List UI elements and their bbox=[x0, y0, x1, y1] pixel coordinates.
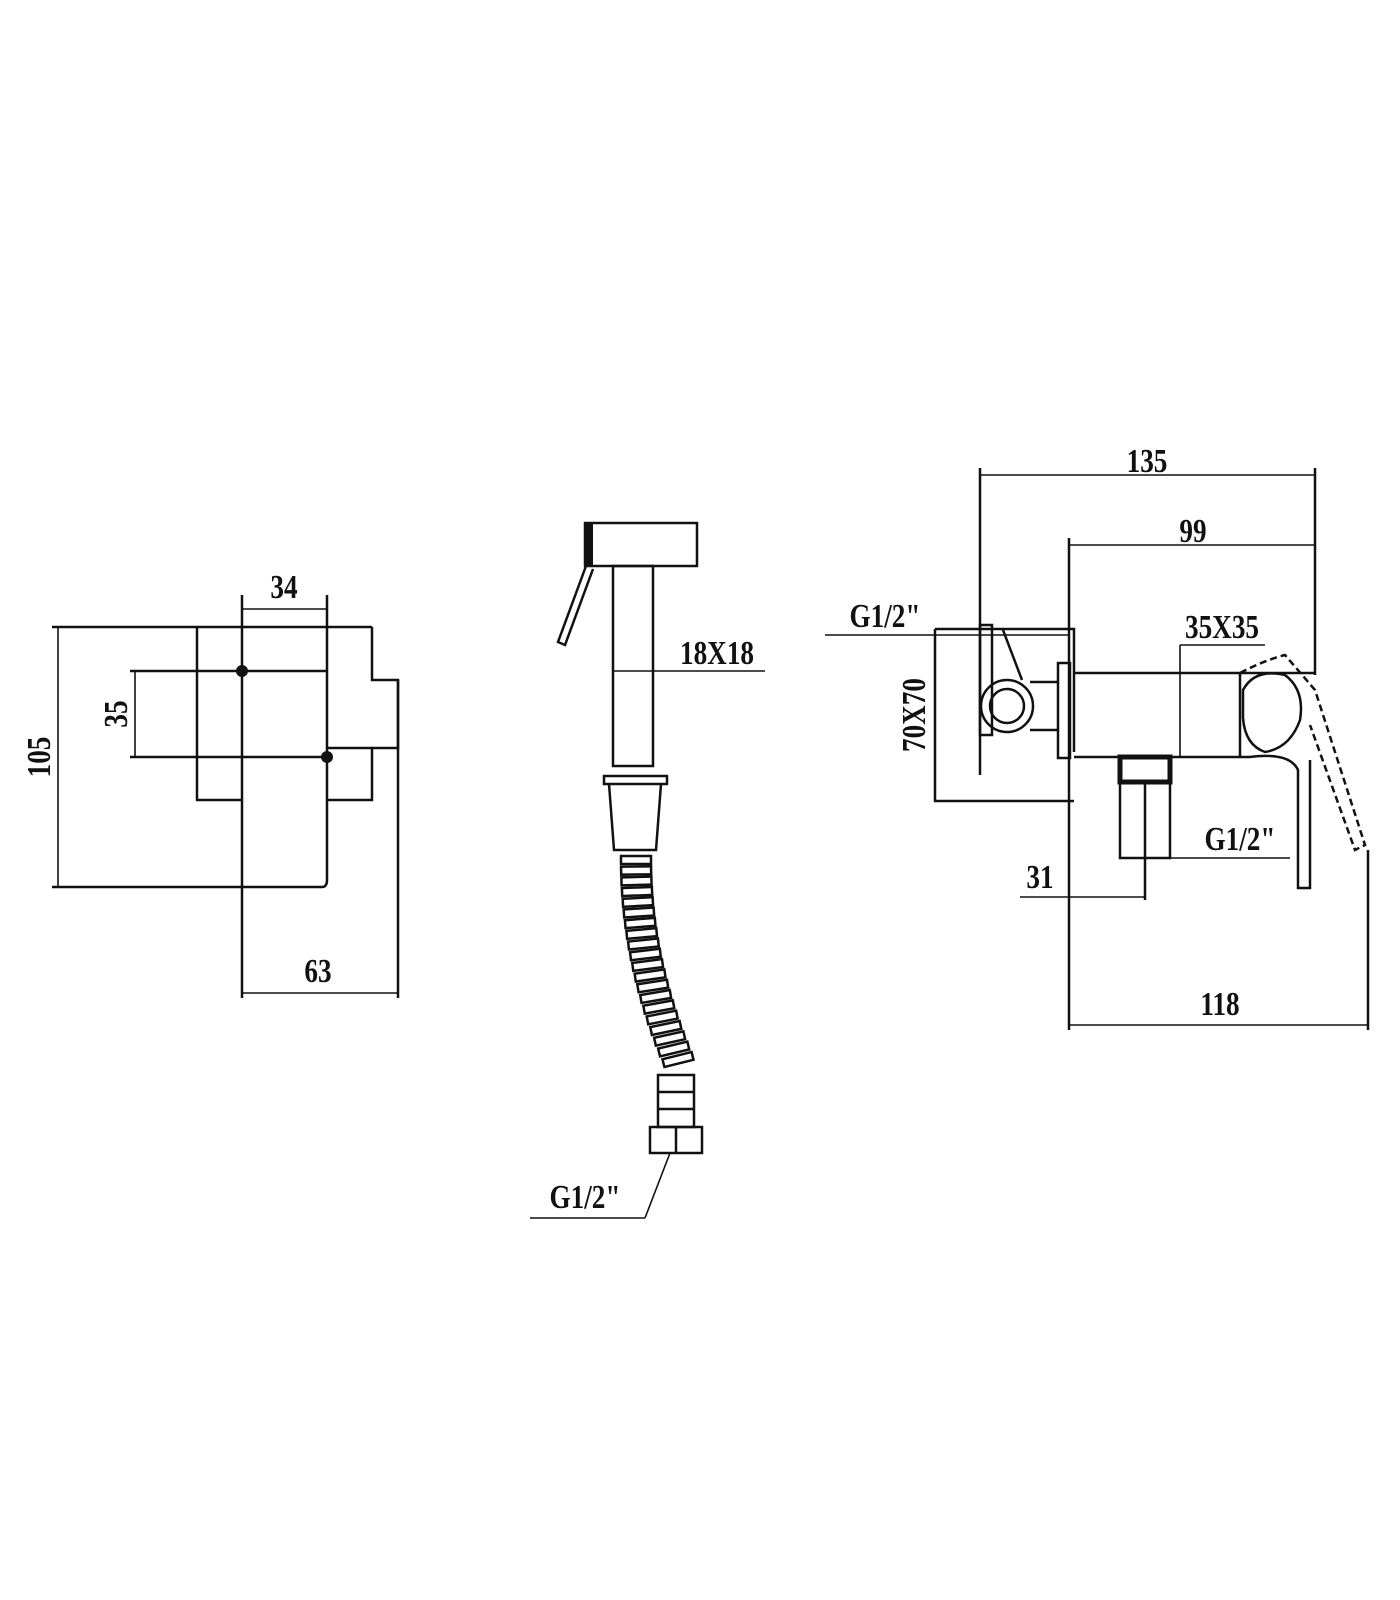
hand-shower-view: 18X18 G1/2" bbox=[530, 521, 765, 1219]
hose-corrugation bbox=[620, 885, 654, 898]
shower-holder-ring-inner bbox=[988, 687, 1026, 725]
valve-body bbox=[1074, 671, 1315, 759]
hose-corrugation bbox=[625, 926, 659, 941]
dim-label-135: 135 bbox=[1127, 442, 1168, 480]
hose-corrugation bbox=[635, 978, 670, 994]
cover-plate-outline bbox=[52, 595, 329, 889]
shower-holder-ring-outer bbox=[979, 678, 1035, 734]
holder-arm bbox=[1001, 629, 1058, 732]
dim-label-118: 118 bbox=[1200, 985, 1239, 1023]
hose-corrugation bbox=[619, 854, 653, 866]
shower-head bbox=[583, 521, 699, 568]
thread-label-inlet: G1/2" bbox=[850, 597, 921, 635]
dim-label-35: 35 bbox=[97, 700, 135, 727]
hose-corrugation bbox=[645, 1009, 680, 1026]
hose-corrugation bbox=[656, 1040, 691, 1058]
hose-corrugation bbox=[641, 998, 676, 1016]
shower-handle-stem bbox=[611, 564, 655, 768]
mount-point-upper bbox=[236, 665, 248, 677]
hose-corrugation bbox=[621, 895, 655, 909]
escutcheon-flange bbox=[1056, 661, 1072, 760]
leader-line-g12 bbox=[644, 1152, 671, 1219]
front-view: 105 35 34 63 bbox=[20, 568, 400, 998]
holder-bracket bbox=[978, 623, 994, 737]
hose-corrugation bbox=[652, 1029, 687, 1048]
thread-label-outlet: G1/2" bbox=[1205, 820, 1276, 858]
hose-corrugation bbox=[638, 988, 673, 1005]
shower-trigger-lever bbox=[556, 565, 595, 647]
hose-corrugation bbox=[620, 875, 653, 887]
dim-label-31: 31 bbox=[1026, 858, 1053, 896]
hose-corrugation bbox=[623, 916, 657, 930]
dim-label-105: 105 bbox=[20, 737, 58, 778]
hose-corrugation bbox=[633, 968, 667, 983]
hose-corrugation bbox=[628, 947, 663, 962]
dim-label-70x70: 70X70 bbox=[895, 678, 933, 752]
dim-label-18x18: 18X18 bbox=[680, 634, 754, 672]
mount-point-lower bbox=[321, 751, 333, 763]
hose-collar bbox=[602, 774, 669, 786]
outlet-nut bbox=[1117, 754, 1173, 785]
body-block-outline bbox=[195, 627, 400, 802]
wall-plate-outline bbox=[933, 627, 1076, 803]
hose-corrugation bbox=[622, 906, 656, 919]
handle-lever bbox=[1249, 754, 1312, 890]
dim-label-63: 63 bbox=[304, 952, 331, 990]
handle-open-position bbox=[1239, 653, 1367, 852]
hose-corrugation bbox=[630, 957, 665, 973]
flexible-hose bbox=[619, 854, 696, 1069]
side-view: 135 99 G1/2" 70X70 35X35 G1/2" 31 118 bbox=[825, 442, 1370, 1030]
dim-label-34: 34 bbox=[270, 568, 297, 606]
hose-end-fitting bbox=[656, 1073, 696, 1129]
handle-knob bbox=[1241, 672, 1303, 754]
hose-corrugation bbox=[648, 1019, 683, 1037]
hose-corrugation bbox=[626, 937, 661, 951]
dim-label-99: 99 bbox=[1179, 512, 1206, 550]
thread-label-hose: G1/2" bbox=[550, 1178, 621, 1216]
hose-corrugation bbox=[660, 1050, 696, 1069]
shower-head-trigger-base bbox=[585, 523, 593, 566]
hose-corrugation bbox=[619, 865, 653, 876]
dim-label-35x35: 35X35 bbox=[1185, 608, 1259, 646]
hose-cone bbox=[607, 783, 663, 852]
